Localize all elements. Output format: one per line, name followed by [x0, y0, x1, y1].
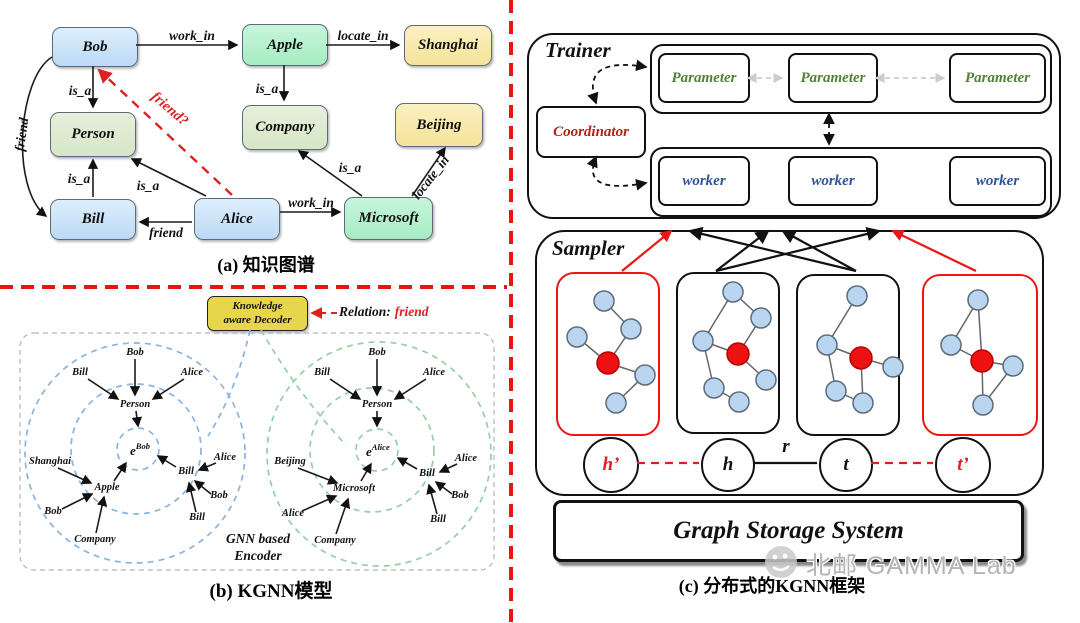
b-right-bill-hub: Bill	[418, 468, 435, 479]
b-right-bill-top: Bill	[313, 367, 330, 378]
entity-t-negative: t’	[935, 437, 991, 493]
parameter-row: Parameter Parameter Parameter	[650, 44, 1052, 114]
b-right-alice-top: Alice	[422, 367, 445, 378]
sampled-subgraph-negative-tail	[922, 274, 1038, 436]
caption-panel-b: (b) KGNN模型	[209, 581, 333, 602]
relation-annotation: Relation:friend	[339, 304, 429, 320]
b-left-bob-left: Bob	[43, 506, 62, 517]
kg-node-shanghai-label: Shanghai	[417, 37, 479, 53]
trainer-box	[527, 33, 1061, 219]
b-left-shanghai: Shanghai	[29, 456, 71, 467]
b-left-arrows	[57, 359, 217, 534]
edge-label-is-a-bob: is_a	[69, 83, 92, 98]
b-right-person: Person	[362, 399, 392, 410]
sampled-subgraph-head	[676, 272, 780, 434]
b-right-alice-left: Alice	[281, 508, 304, 519]
kg-node-bill: Bill	[50, 199, 136, 240]
gnn-encoder-label-line2: Encoder	[233, 548, 282, 563]
edge-label-is-a-alice: is_a	[137, 178, 160, 193]
b-right-microsoft: Microsoft	[332, 483, 376, 494]
b-left-person: Person	[120, 399, 150, 410]
ego-graph-bob: Bob Bill Alice Person eBob Shanghai Appl…	[29, 347, 236, 545]
sampled-subgraph-tail	[796, 274, 900, 436]
kg-node-bill-label: Bill	[81, 211, 105, 227]
b-left-bill-bottom: Bill	[188, 512, 205, 523]
decoder-line2: aware Decoder	[223, 313, 292, 326]
b-right-bob-top: Bob	[367, 347, 386, 358]
ego-graph-alice: Bob Bill Alice Person eAlice Beijing Mic…	[273, 347, 477, 546]
b-right-arrows	[297, 359, 458, 535]
edge-label-locate-in-2: locate_in	[409, 153, 452, 202]
b-right-beijing: Beijing	[273, 456, 306, 467]
entity-h: h	[701, 438, 755, 492]
entity-h-negative: h’	[583, 437, 639, 493]
watermark-text: 北邮 GAMMA Lab	[806, 552, 1017, 580]
kg-node-alice: Alice	[194, 198, 280, 240]
kg-node-microsoft: Microsoft	[344, 197, 433, 240]
parameter-server-3: Parameter	[949, 53, 1046, 103]
kg-node-company: Company	[242, 105, 328, 150]
horizontal-divider	[0, 285, 507, 289]
b-left-alice-top: Alice	[180, 367, 203, 378]
b-right-center-embedding: eAlice	[366, 442, 390, 459]
knowledge-aware-decoder-box: Knowledge aware Decoder	[207, 296, 308, 331]
decoder-line1: Knowledge	[232, 299, 283, 312]
kg-node-beijing-label: Beijing	[416, 116, 462, 133]
parameter-server-1: Parameter	[658, 53, 750, 103]
b-left-bob-right: Bob	[209, 490, 228, 501]
edge-label-friend-question: friend?	[148, 89, 191, 130]
kg-node-bob-label: Bob	[82, 38, 108, 55]
kg-node-apple-label: Apple	[267, 36, 303, 53]
worker-1: worker	[658, 156, 750, 206]
edge-label-is-a-microsoft: is_a	[339, 160, 362, 175]
b-left-alice-right: Alice	[213, 452, 236, 463]
b-right-bob-right: Bob	[450, 490, 469, 501]
parameter-server-2: Parameter	[788, 53, 878, 103]
kg-node-alice-label: Alice	[221, 210, 253, 227]
sampler-label: Sampler	[552, 236, 625, 260]
coordinator-box: Coordinator	[536, 106, 646, 158]
worker-row: worker worker worker	[650, 147, 1052, 217]
b-left-apple: Apple	[93, 482, 119, 493]
edge-label-work-in-2: work_in	[288, 195, 334, 210]
relation-label: Relation:	[339, 304, 391, 319]
gnn-encoder-label-line1: GNN based	[226, 531, 290, 546]
kg-node-company-label: Company	[255, 119, 315, 135]
sampled-subgraph-negative-head	[556, 272, 660, 436]
edge-label-is-a-apple: is_a	[256, 81, 279, 96]
edge-label-friend-alice-bill: friend	[149, 225, 183, 240]
caption-panel-c: (c) 分布式的KGNN框架	[678, 576, 866, 596]
b-right-alice-right: Alice	[454, 453, 477, 464]
worker-3: worker	[949, 156, 1046, 206]
b-right-bill-bottom: Bill	[429, 514, 446, 525]
b-left-bill-hub: Bill	[177, 466, 194, 477]
wechat-icon	[765, 546, 797, 578]
edge-label-friend-curve: friend	[12, 116, 32, 152]
kg-node-microsoft-label: Microsoft	[358, 210, 419, 226]
b-right-company: Company	[314, 535, 356, 546]
gamma-lab-watermark: 北邮 GAMMA Lab	[760, 541, 1017, 587]
kg-node-person: Person	[50, 112, 136, 157]
caption-panel-a: (a) 知识图谱	[217, 255, 315, 275]
b-left-bob-top: Bob	[125, 347, 144, 358]
kg-node-beijing: Beijing	[395, 103, 483, 147]
relation-r-label: r	[782, 436, 790, 457]
edge-label-work-in-1: work_in	[169, 28, 215, 43]
trainer-label: Trainer	[545, 38, 611, 62]
edge-label-is-a-bill: is_a	[68, 171, 91, 186]
worker-2: worker	[788, 156, 878, 206]
edge-label-locate-in-1: locate_in	[338, 28, 389, 43]
relation-value: friend	[394, 304, 429, 319]
kg-node-apple: Apple	[242, 24, 328, 66]
b-left-bill-top: Bill	[71, 367, 88, 378]
b-left-company: Company	[74, 534, 116, 545]
b-left-center-embedding: eBob	[130, 441, 150, 458]
vertical-divider	[509, 0, 513, 623]
kg-node-bob: Bob	[52, 27, 138, 67]
kg-node-person-label: Person	[71, 126, 115, 142]
kg-node-shanghai: Shanghai	[404, 25, 492, 66]
kgnn-encoder-graphics	[19, 307, 495, 571]
entity-t: t	[819, 438, 873, 492]
